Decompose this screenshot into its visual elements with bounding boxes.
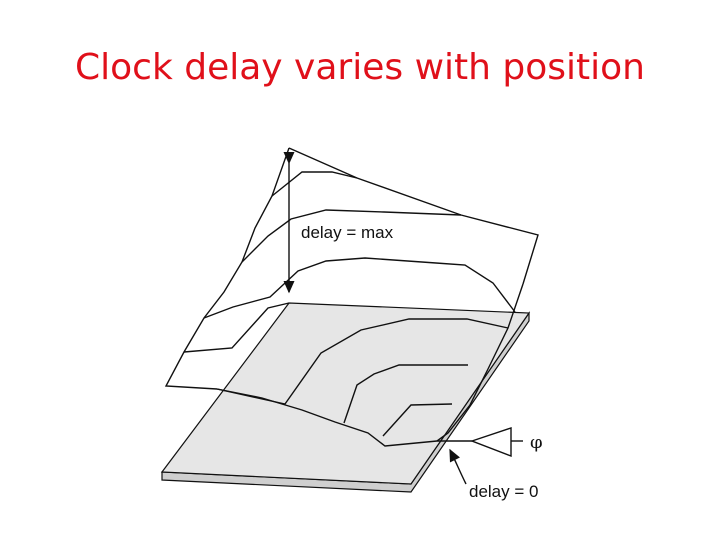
surface-right-edge [436,283,524,442]
surface-contour-1 [271,171,358,197]
delay-surface [164,147,539,442]
slide-title: Clock delay varies with position [75,47,645,88]
surface-contour-3 [203,257,516,319]
surface-contour-4 [183,302,290,353]
surface-left-edge [164,147,290,390]
chip-plane [160,302,531,485]
clock-buffer-icon [437,427,523,458]
delay-max-label: delay = max [301,223,394,242]
clock-phi-symbol: φ [530,432,543,453]
surface-top-edge [288,147,539,285]
delay-contours-on-plane [216,318,509,447]
delay-zero-label: delay = 0 [469,482,538,501]
surface-contour-2 [241,209,462,263]
delay-zero-arrow [449,448,467,485]
